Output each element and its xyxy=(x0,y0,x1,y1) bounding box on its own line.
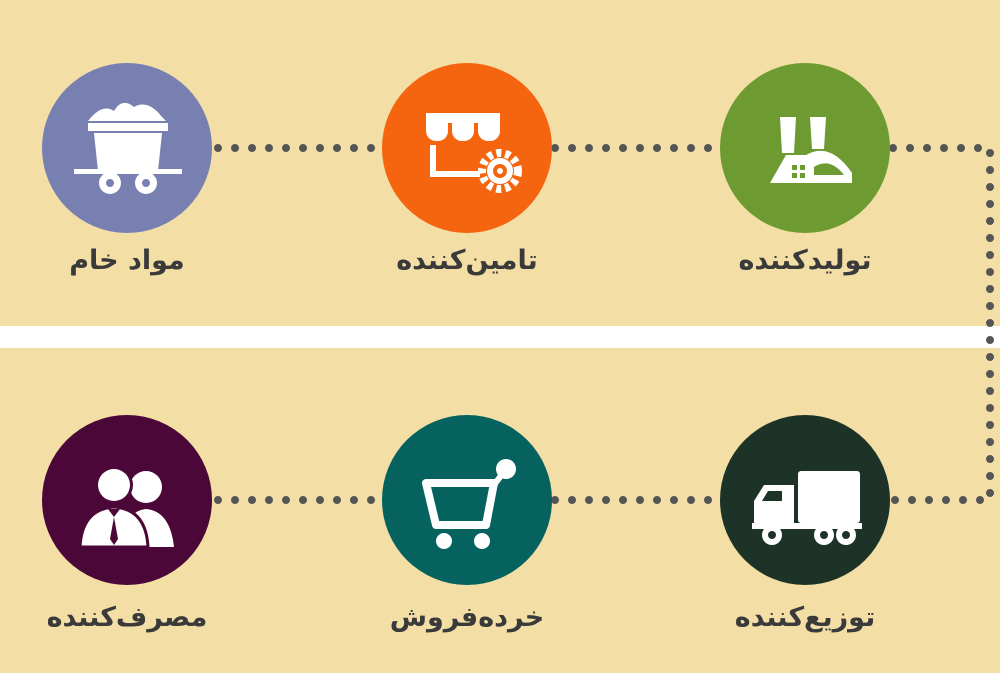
shopping-cart-icon xyxy=(422,459,516,549)
raw-materials-label: مواد خام xyxy=(69,245,185,276)
supplier-node xyxy=(382,63,552,233)
consumer-node xyxy=(42,415,212,585)
consumer-label: مصرف‌کننده xyxy=(46,602,208,633)
retailer-label: خرده‌فروش xyxy=(389,602,545,633)
truck-icon xyxy=(752,471,862,545)
people-icon xyxy=(78,466,174,549)
supplier-label: تامین‌کننده xyxy=(396,245,538,276)
manufacturer-node xyxy=(720,63,890,233)
mine-cart-icon xyxy=(74,102,182,194)
raw-materials-node xyxy=(42,63,212,233)
store-gear-icon xyxy=(426,113,522,193)
retailer-node xyxy=(382,415,552,585)
distributor-label: توزیع‌کننده xyxy=(734,602,876,633)
connector-manufacturer-distributor xyxy=(889,144,994,504)
distributor-node xyxy=(720,415,890,585)
factory-icon xyxy=(770,117,852,183)
manufacturer-label: تولیدکننده xyxy=(738,245,872,276)
band-separator xyxy=(0,326,1000,348)
